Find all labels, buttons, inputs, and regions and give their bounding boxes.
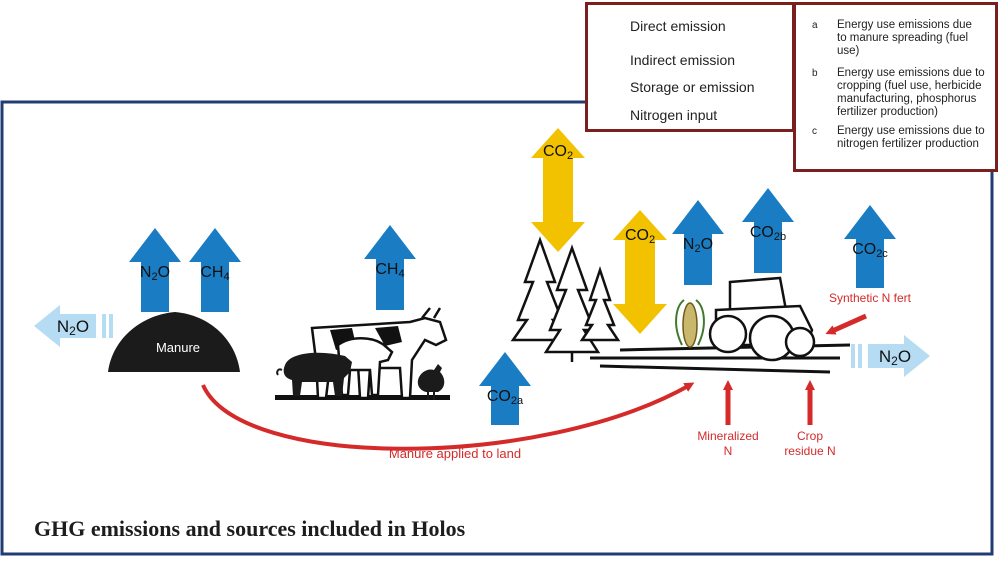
crop-residue-n-label-line2: residue N <box>784 444 835 458</box>
ch4-animals-arrow-label: CH4 <box>375 261 404 280</box>
manure-applied-label: Manure applied to land <box>389 446 521 461</box>
co2a-arrow-label-main: CO <box>487 388 511 405</box>
n2o-soil-arrow <box>672 200 724 285</box>
n2o-soil-arrow-label-main: N <box>683 236 695 253</box>
diagram-title: GHG emissions and sources included in Ho… <box>34 516 466 541</box>
ch4-animals-arrow-label-main: CH <box>375 261 398 278</box>
n2o-indirect-left-arrow-dash <box>102 314 106 338</box>
note-c-text: Energy use emissions due to nitrogen fer… <box>837 125 985 150</box>
ch4-manure-arrow-label: CH4 <box>200 264 229 283</box>
tree-icon <box>579 266 621 342</box>
ch4-manure-arrow-label-main: CH <box>200 264 223 281</box>
pig-icon <box>276 352 352 396</box>
n2o-indirect-left-arrow-label-sub: 2 <box>69 324 76 338</box>
tractor-wheel-icon <box>784 326 816 358</box>
n2o-indirect-left-arrow-label-tail: O <box>76 317 89 336</box>
forest-illustration <box>510 236 621 362</box>
n2o-indirect-left-arrow-label: N2O <box>57 317 89 338</box>
n2o-indirect-left-arrow <box>34 305 96 347</box>
n2o-soil-arrow-label: N2O <box>683 236 713 255</box>
n2o-manure-arrow-label: N2O <box>140 264 170 283</box>
n2o-soil-arrow-label-tail: O <box>701 236 713 253</box>
ch4-manure-arrow-label-sub: 4 <box>223 271 229 283</box>
ch4-animals-arrow <box>364 225 416 310</box>
note-a-text: Energy use emissions due to manure sprea… <box>837 19 972 57</box>
corn-icon <box>675 299 705 348</box>
legend-box: Direct emission Indirect emission Storag… <box>585 2 795 132</box>
legend-nitrogen-label: Nitrogen input <box>630 107 718 123</box>
legend-direct-label: Direct emission <box>630 18 726 34</box>
manure-applied-curve <box>201 382 695 451</box>
n2o-soil-arrow-label-sub: 2 <box>694 243 700 255</box>
co2c-arrow-label: CO2c <box>852 241 888 260</box>
n2o-indirect-right-arrow-label-main: N <box>879 347 891 366</box>
co2a-arrow <box>479 352 531 425</box>
legend-storage-label: Storage or emission <box>630 79 755 95</box>
co2-forest-arrow-label-sub: 2 <box>567 150 573 162</box>
note-a-letter: a <box>812 20 818 31</box>
co2-forest-arrow-label-main: CO <box>543 143 567 160</box>
n2o-indirect-right-arrow-dash <box>851 344 855 368</box>
tractor-illustration <box>708 276 816 362</box>
co2-soil-arrow-label-sub: 2 <box>649 234 655 246</box>
co2a-arrow-label: CO2a <box>487 388 524 407</box>
tree-icon <box>510 236 570 342</box>
co2b-arrow-label-main: CO <box>750 224 774 241</box>
co2b-arrow-label-sub: 2b <box>774 231 786 243</box>
livestock-illustration <box>276 307 448 400</box>
co2-soil-arrow <box>613 210 667 334</box>
co2-soil-arrow-label-main: CO <box>625 227 649 244</box>
co2-forest-arrow-label: CO2 <box>543 143 573 162</box>
crop-residue-n-label-line1: Crop <box>797 429 823 443</box>
mineralized-n-label-line1: Mineralized <box>697 429 758 443</box>
manure-label: Manure <box>156 340 200 355</box>
note-c-letter: c <box>812 126 817 137</box>
co2-soil-arrow-label: CO2 <box>625 227 655 246</box>
co2c-arrow-label-sub: 2c <box>876 248 888 260</box>
n2o-indirect-right-arrow-label: N2O <box>879 347 911 368</box>
synthetic-n-label: Synthetic N fert <box>829 291 912 305</box>
n2o-manure-arrow-label-main: N <box>140 264 152 281</box>
n2o-indirect-right-arrow <box>868 335 930 377</box>
co2a-arrow-label-sub: 2a <box>511 395 524 407</box>
co2c-arrow <box>844 205 896 288</box>
mineralized-n-label-line2: N <box>724 444 733 458</box>
co2c-arrow-label-main: CO <box>852 241 876 258</box>
legend-indirect-label: Indirect emission <box>630 52 736 68</box>
co2b-arrow-label: CO2b <box>750 224 786 243</box>
ch4-animals-arrow-label-sub: 4 <box>398 268 404 280</box>
synthetic-n-arrow <box>825 313 868 335</box>
n2o-manure-arrow <box>129 228 181 312</box>
chicken-icon <box>417 364 445 400</box>
ch4-manure-arrow <box>189 228 241 312</box>
co2b-arrow <box>742 188 794 273</box>
n2o-indirect-left-arrow-label-main: N <box>57 317 69 336</box>
n2o-indirect-left-arrow-dash <box>109 314 113 338</box>
n2o-indirect-right-arrow-label-sub: 2 <box>891 354 898 368</box>
notes-box: a Energy use emissions due to manure spr… <box>793 2 998 172</box>
n2o-manure-arrow-label-sub: 2 <box>151 271 157 283</box>
note-b-text: Energy use emissions due to cropping (fu… <box>837 67 985 118</box>
note-b-letter: b <box>812 68 818 79</box>
manure-heap <box>108 312 240 372</box>
sheep-icon <box>336 337 394 397</box>
tractor-wheel-icon <box>708 314 748 354</box>
n2o-indirect-right-arrow-label-tail: O <box>898 347 911 366</box>
co2-forest-arrow <box>531 128 585 252</box>
n2o-manure-arrow-label-tail: O <box>158 264 170 281</box>
n2o-indirect-right-arrow-dash <box>858 344 862 368</box>
